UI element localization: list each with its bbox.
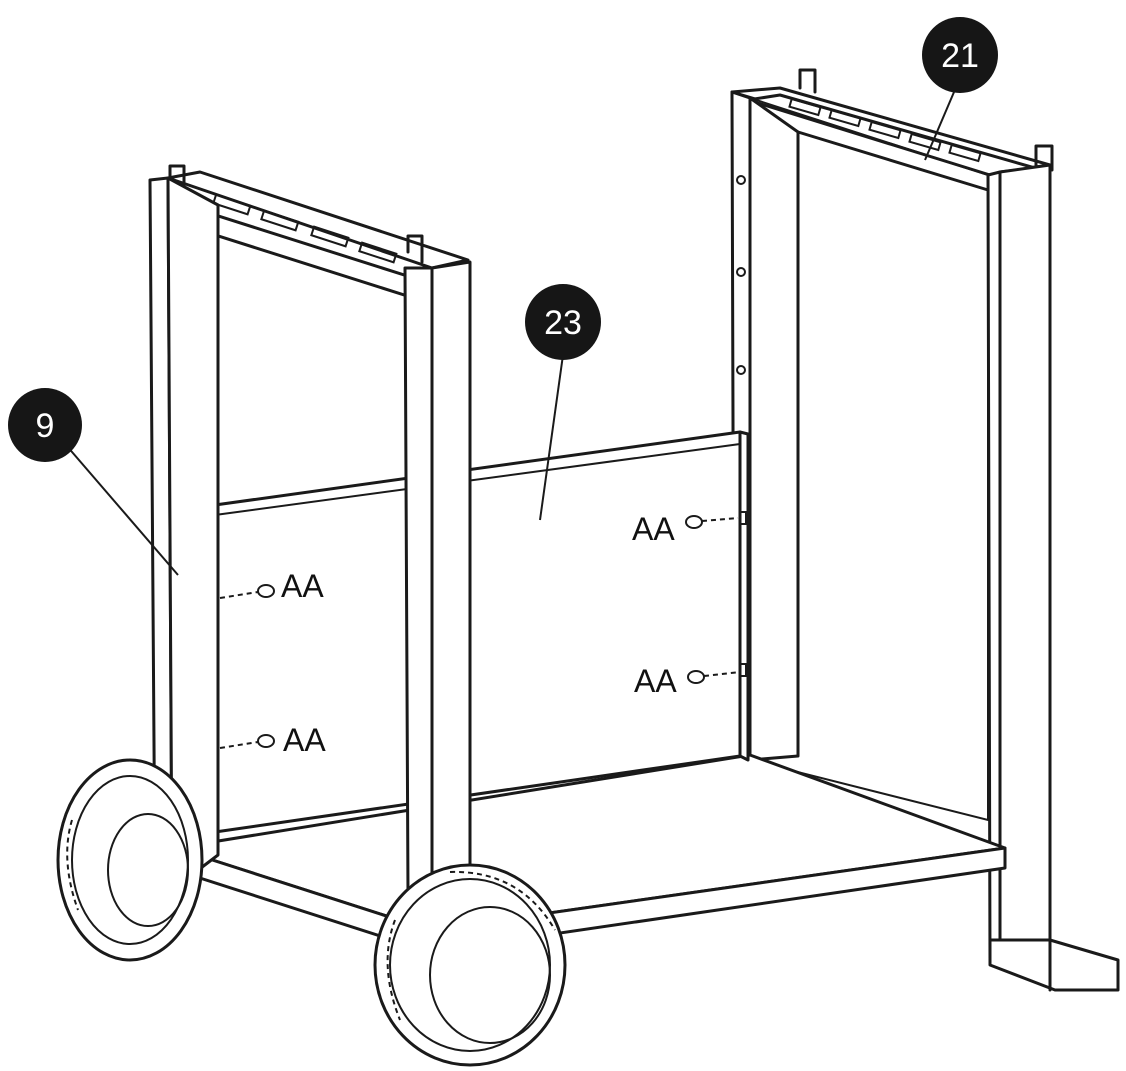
screw-right-upper [685,515,739,529]
top-bar-slots-right [788,97,982,163]
fastener-label: AA [632,511,675,547]
callout-23: 23 [525,284,601,360]
back-wheel [56,758,204,962]
top-bar-slots-left [212,193,398,264]
screw-left-upper [219,584,275,599]
fastener-label: AA [281,568,324,604]
left-leg-frame [148,164,472,907]
leader-line-9 [65,444,179,576]
fastener-label: AA [634,663,677,699]
front-wheel [373,863,567,1067]
fastener-label: AA [283,722,326,758]
callout-label: 9 [36,407,55,445]
callout-label: 23 [544,304,582,342]
callout-label: 21 [941,37,979,75]
callout-21: 21 [922,17,998,93]
callout-9: 9 [8,388,82,462]
screw-right-lower [687,670,741,684]
leader-line-23 [539,354,564,521]
bottom-shelf [173,753,1007,954]
screw-left-lower [219,734,275,749]
